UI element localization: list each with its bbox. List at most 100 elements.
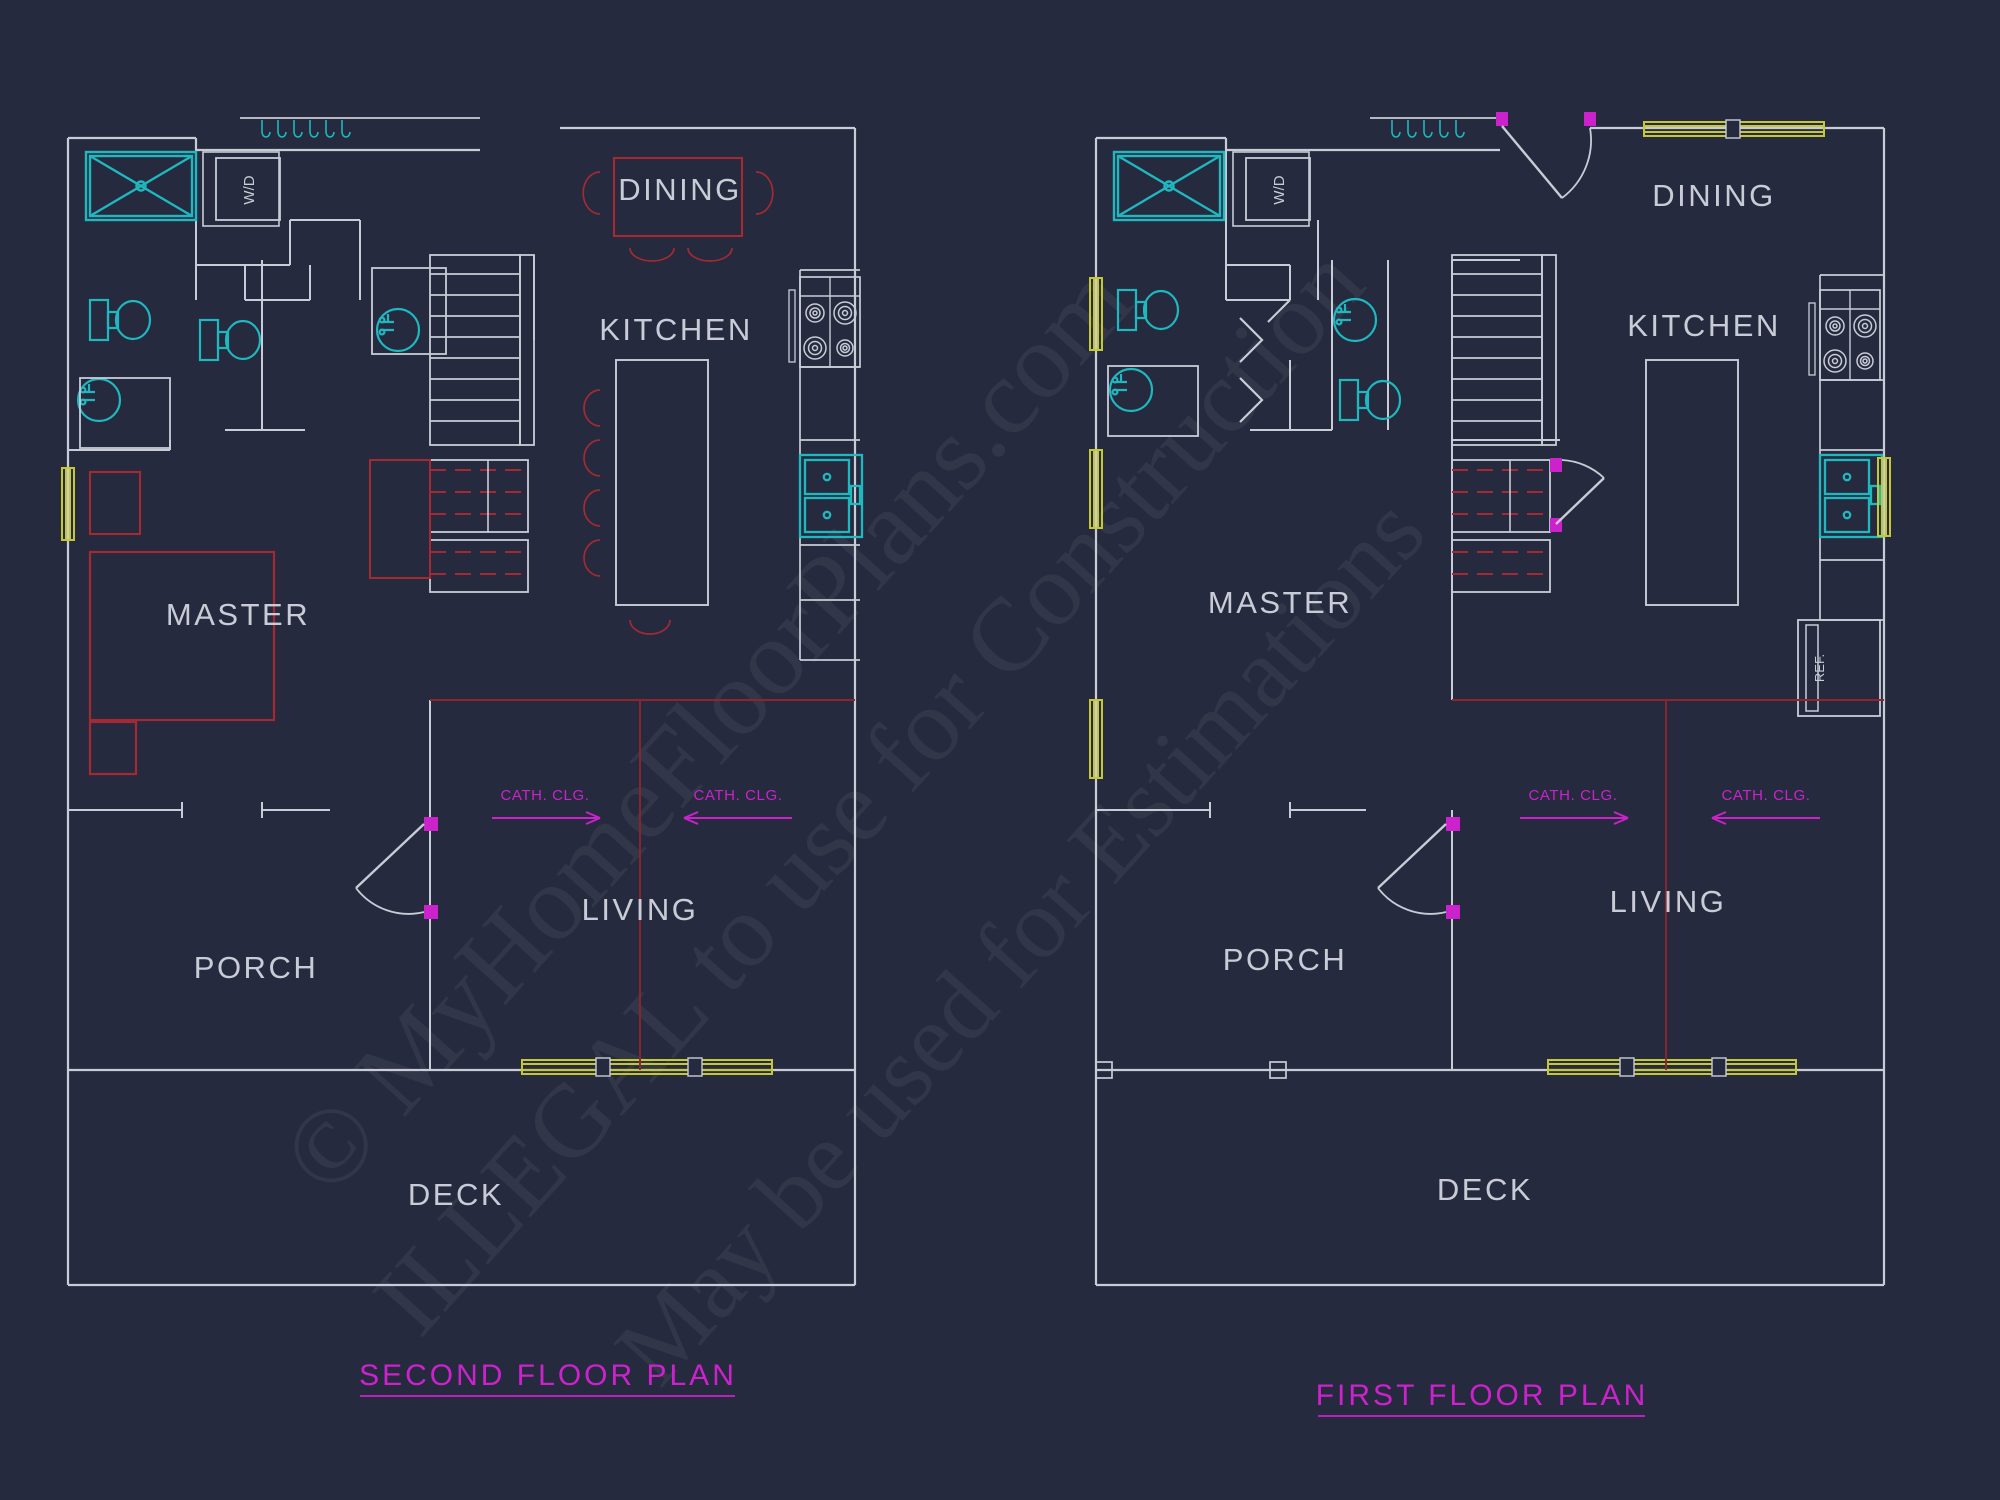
door-swing-arc	[355, 887, 425, 915]
exterior-walls	[66, 126, 857, 1287]
room-label-master: MASTER	[166, 597, 310, 632]
sink-a	[1108, 367, 1154, 413]
door-leaf	[1555, 477, 1605, 525]
door-jamb-left	[1496, 112, 1508, 126]
nightstand	[88, 470, 142, 536]
cath-clg-right: CATH. CLG.	[683, 787, 792, 825]
room-label-master: MASTER	[1208, 585, 1352, 620]
first-floor-plan-title: FIRST FLOOR PLAN	[1316, 1379, 1649, 1417]
closet-rod-hangers	[1391, 120, 1465, 138]
window-living-bottom	[521, 1057, 773, 1077]
sink-b	[375, 307, 421, 353]
sink-a	[76, 377, 122, 423]
washer-dryer: W/D	[202, 151, 281, 227]
closet-rod-hangers	[261, 120, 351, 138]
second-floor-plan: W/D	[61, 117, 864, 1397]
room-label-porch: PORCH	[194, 950, 318, 985]
window-master-upper	[1089, 449, 1103, 529]
room-label-dining: DINING	[1652, 178, 1776, 213]
room-label-kitchen: KITCHEN	[599, 312, 753, 347]
washer-dryer: W/D	[1232, 151, 1311, 227]
cath-clg-right: CATH. CLG.	[1711, 787, 1820, 825]
door-leaf	[1501, 125, 1563, 199]
cath-clg-left-label: CATH. CLG.	[1528, 787, 1617, 804]
porch-door	[355, 817, 438, 919]
door-jamb-bottom	[424, 905, 438, 919]
room-label-deck: DECK	[1437, 1172, 1533, 1207]
second-floor-plan-title-text: SECOND FLOOR PLAN	[359, 1359, 737, 1392]
door-jamb-right	[1584, 112, 1596, 126]
cath-clg-right-label: CATH. CLG.	[1721, 787, 1810, 804]
vanity-counter-b	[371, 267, 447, 355]
cath-clg-left: CATH. CLG.	[1520, 787, 1629, 825]
cath-clg-left-arrowhead	[585, 811, 601, 825]
cath-clg-right-arrowhead	[683, 811, 699, 825]
window-living-bottom	[1547, 1057, 1797, 1077]
toilet-a	[1116, 288, 1180, 332]
interior-walls	[68, 150, 530, 1070]
room-label-deck: DECK	[408, 1177, 504, 1212]
deck-posts	[1095, 1061, 1287, 1079]
door-swing-arc	[1561, 127, 1592, 199]
door-swing-arc	[1377, 887, 1447, 915]
window-kitchen-right	[1877, 457, 1891, 537]
refrigerator-label: REF.	[1812, 654, 1827, 682]
cath-clg-left-label: CATH. CLG.	[500, 787, 589, 804]
toilet-b	[198, 318, 262, 362]
door-jamb-bottom	[1446, 905, 1460, 919]
closet-shelving	[1451, 459, 1551, 593]
closet-door	[1550, 458, 1605, 532]
bed	[88, 550, 276, 776]
closet-shelving	[369, 459, 529, 593]
toilet-b	[1338, 378, 1402, 422]
door-leaf	[1377, 823, 1447, 889]
room-label-kitchen: KITCHEN	[1627, 308, 1781, 343]
island-stool-arcs	[583, 389, 671, 635]
exterior-walls	[1094, 126, 1886, 1287]
vanity-counter-a	[79, 377, 171, 449]
window-dining-top	[1643, 119, 1825, 139]
window-bath-left	[1089, 277, 1103, 351]
toilet-a	[88, 298, 152, 342]
sink-b	[1332, 297, 1378, 343]
kitchen-island	[583, 359, 709, 635]
door-leaf	[355, 823, 425, 889]
cath-clg-left-arrowhead	[1613, 811, 1629, 825]
porch-door	[1377, 817, 1460, 919]
window-master-lower	[1089, 699, 1103, 779]
door-jamb-top	[424, 817, 438, 831]
bifold-doors	[1239, 299, 1291, 423]
entry-door	[1496, 112, 1596, 199]
first-floor-plan-title-text: FIRST FLOOR PLAN	[1316, 1379, 1649, 1412]
washer-dryer-label: W/D	[241, 175, 258, 204]
tub-shower	[84, 150, 198, 222]
cath-clg-right-arrowhead	[1711, 811, 1727, 825]
window-master-left	[61, 467, 75, 541]
kitchen-island	[1645, 359, 1739, 606]
cath-clg-left: CATH. CLG.	[492, 787, 601, 825]
dining-chairs	[582, 171, 774, 262]
room-label-living: LIVING	[1610, 884, 1727, 919]
washer-dryer-label: W/D	[1271, 175, 1288, 204]
tub-shower	[1112, 150, 1226, 222]
stairs	[1451, 254, 1557, 446]
room-label-porch: PORCH	[1223, 942, 1347, 977]
cath-clg-right-label: CATH. CLG.	[693, 787, 782, 804]
stairs	[429, 254, 535, 446]
kitchen-sink	[798, 453, 864, 539]
vanity-counter-a	[1107, 365, 1199, 437]
second-floor-plan-title: SECOND FLOOR PLAN	[359, 1359, 737, 1397]
ceiling-lines	[1452, 699, 1884, 1070]
refrigerator: REF.	[1797, 619, 1881, 717]
room-label-dining: DINING	[618, 172, 742, 207]
dining-table	[582, 156, 774, 262]
door-jamb-top	[1446, 817, 1460, 831]
door-jamb-upper	[1550, 458, 1562, 472]
kitchen-counter-run	[799, 269, 860, 661]
room-label-living: LIVING	[582, 892, 699, 927]
ceiling-lines	[430, 699, 855, 1070]
first-floor-plan: W/D	[1089, 112, 1891, 1417]
door-swing-arc	[1561, 459, 1605, 479]
